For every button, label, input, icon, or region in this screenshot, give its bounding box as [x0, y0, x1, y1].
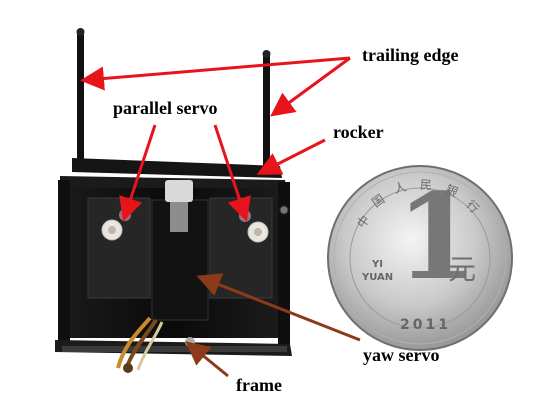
arrow-parallel-servo-right	[213, 124, 251, 222]
trailing-edge-rod-right	[263, 52, 270, 167]
coin-year: 2011	[400, 317, 451, 333]
annotation-arrows	[80, 56, 361, 378]
coin	[327, 165, 513, 351]
arrow-trailing-edge-right	[270, 56, 351, 117]
label-trailing-edge: trailing edge	[362, 45, 459, 65]
coupler	[165, 180, 193, 202]
label-yaw-servo: yaw servo	[363, 345, 440, 365]
arrow-rocker	[256, 138, 326, 175]
arrow-yaw-servo	[196, 273, 361, 342]
arrow-frame	[185, 341, 229, 378]
coin-unit-char: 元	[448, 253, 477, 286]
coin-pinyin-bottom: YUAN	[362, 272, 394, 283]
arrow-trailing-edge-left	[80, 56, 351, 91]
coin-pinyin-top: YI	[372, 259, 383, 270]
label-parallel-servo: parallel servo	[113, 98, 218, 118]
coin-numeral: 1	[396, 167, 479, 306]
coin-country-char-4: 民	[419, 177, 433, 193]
trailing-edge-rod-left	[77, 30, 84, 165]
mechanism	[55, 28, 292, 373]
rocker-bar	[72, 158, 282, 178]
label-frame: frame	[236, 375, 282, 395]
label-rocker: rocker	[333, 122, 384, 142]
arrow-parallel-servo-left	[119, 124, 157, 222]
